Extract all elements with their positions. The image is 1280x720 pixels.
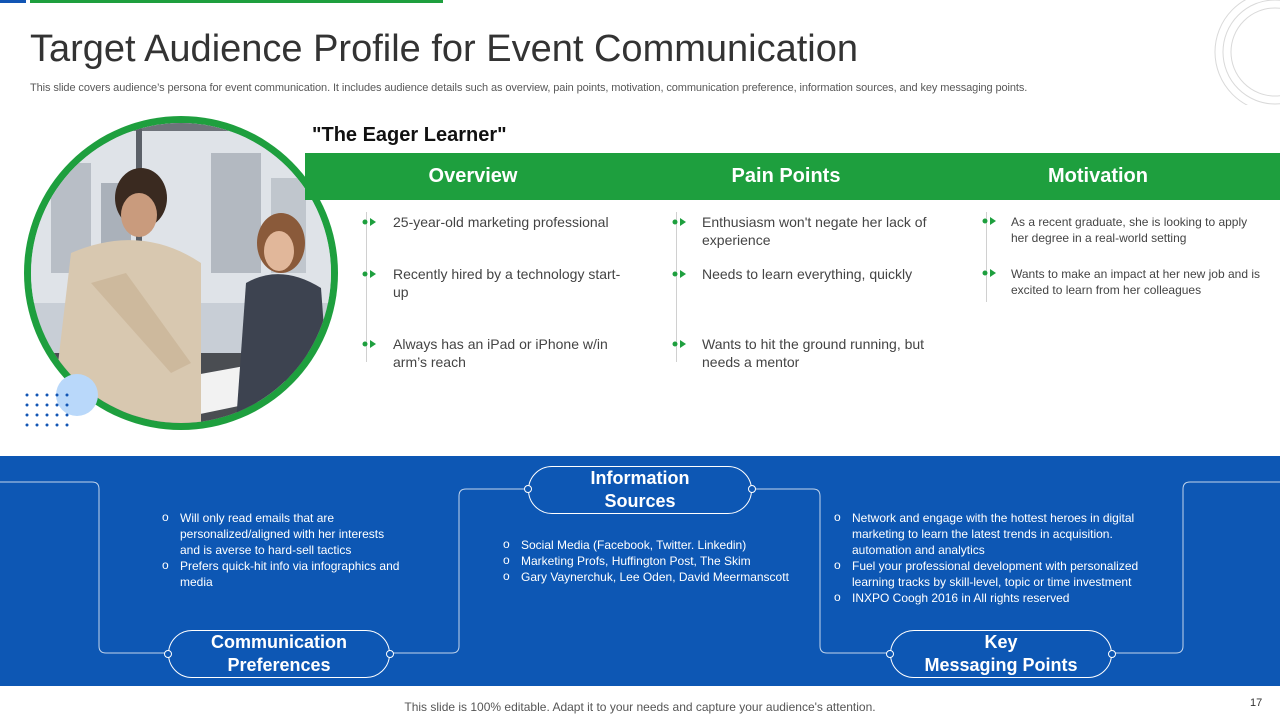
information-label-line2: Sources	[604, 491, 676, 511]
key-messaging-points-list: Network and engage with the hottest hero…	[834, 509, 1174, 606]
list-item: Network and engage with the hottest hero…	[834, 509, 1174, 558]
double-arrow-bullet-icon	[672, 340, 686, 348]
overview-item-3: Always has an iPad or iPhone w/in arm’s …	[393, 336, 608, 370]
double-arrow-bullet-icon	[982, 217, 996, 225]
double-arrow-bullet-icon	[982, 269, 996, 277]
communication-preferences-label: Communication Preferences	[168, 630, 390, 678]
messaging-label-line2: Messaging Points	[924, 655, 1078, 675]
pain-points-heading: Pain Points	[731, 165, 841, 187]
connector-dot	[386, 650, 394, 658]
pain-points-item-2: Needs to learn everything, quickly	[702, 266, 913, 282]
motivation-heading: Motivation	[1048, 165, 1148, 187]
communication-label-line2: Preferences	[227, 655, 331, 675]
messaging-label-line1: Key	[984, 632, 1018, 652]
double-arrow-bullet-icon	[362, 340, 376, 348]
overview-guide-line	[366, 212, 367, 362]
information-label-line1: Information	[590, 468, 690, 488]
connector-dot	[886, 650, 894, 658]
motivation-item-2: Wants to make an impact at her new job a…	[1011, 267, 1261, 297]
persona-name: "The Eager Learner"	[312, 124, 507, 146]
information-sources-label: Information Sources	[528, 466, 752, 514]
double-arrow-bullet-icon	[362, 218, 376, 226]
decorative-light-circle	[56, 374, 98, 416]
decorative-dots-icon	[25, 393, 69, 427]
top-accent-blue	[0, 0, 26, 3]
motivation-guide-line	[986, 212, 987, 302]
motivation-item-1: As a recent graduate, she is looking to …	[1011, 215, 1248, 245]
list-item: Gary Vaynerchuk, Lee Oden, David Meerman…	[503, 568, 793, 585]
double-arrow-bullet-icon	[362, 270, 376, 278]
communication-label-line1: Communication	[210, 632, 347, 652]
pain-points-item-3: Wants to hit the ground running, but nee…	[702, 336, 925, 370]
information-sources-list: Social Media (Facebook, Twitter. Linkedi…	[503, 536, 793, 585]
page-title: Target Audience Profile for Event Commun…	[30, 28, 858, 70]
list-item: Will only read emails that are personali…	[162, 509, 407, 558]
page-number: 17	[1250, 697, 1263, 709]
page-subtitle: This slide covers audience’s persona for…	[30, 82, 1028, 94]
key-messaging-points-label: Key Messaging Points	[890, 630, 1112, 678]
connector-lines	[0, 481, 1280, 654]
list-item: Prefers quick-hit info via infographics …	[162, 557, 407, 590]
connector-dot	[748, 485, 756, 493]
top-accent-green	[30, 0, 443, 3]
double-arrow-bullet-icon	[672, 218, 686, 226]
list-item: Social Media (Facebook, Twitter. Linkedi…	[503, 536, 793, 553]
list-item: INXPO Coogh 2016 in All rights reserved	[834, 589, 1174, 606]
connector-dot	[1108, 650, 1116, 658]
connector-dot	[164, 650, 172, 658]
footer-note: This slide is 100% editable. Adapt it to…	[404, 700, 876, 714]
decorative-rings-icon	[1214, 0, 1280, 105]
list-item: Marketing Profs, Huffington Post, The Sk…	[503, 552, 793, 569]
communication-preferences-list: Will only read emails that are personali…	[162, 509, 407, 590]
connector-dot	[524, 485, 532, 493]
pain-points-guide-line	[676, 212, 677, 362]
double-arrow-bullet-icon	[672, 270, 686, 278]
pain-points-item-1: Enthusiasm won't negate her lack of expe…	[702, 214, 927, 248]
overview-item-1: 25-year-old marketing professional	[393, 214, 609, 230]
list-item: Fuel your professional development with …	[834, 557, 1174, 590]
overview-item-2: Recently hired by a technology start-up	[393, 266, 621, 300]
column-header-band	[305, 153, 1280, 200]
overview-heading: Overview	[428, 165, 518, 187]
